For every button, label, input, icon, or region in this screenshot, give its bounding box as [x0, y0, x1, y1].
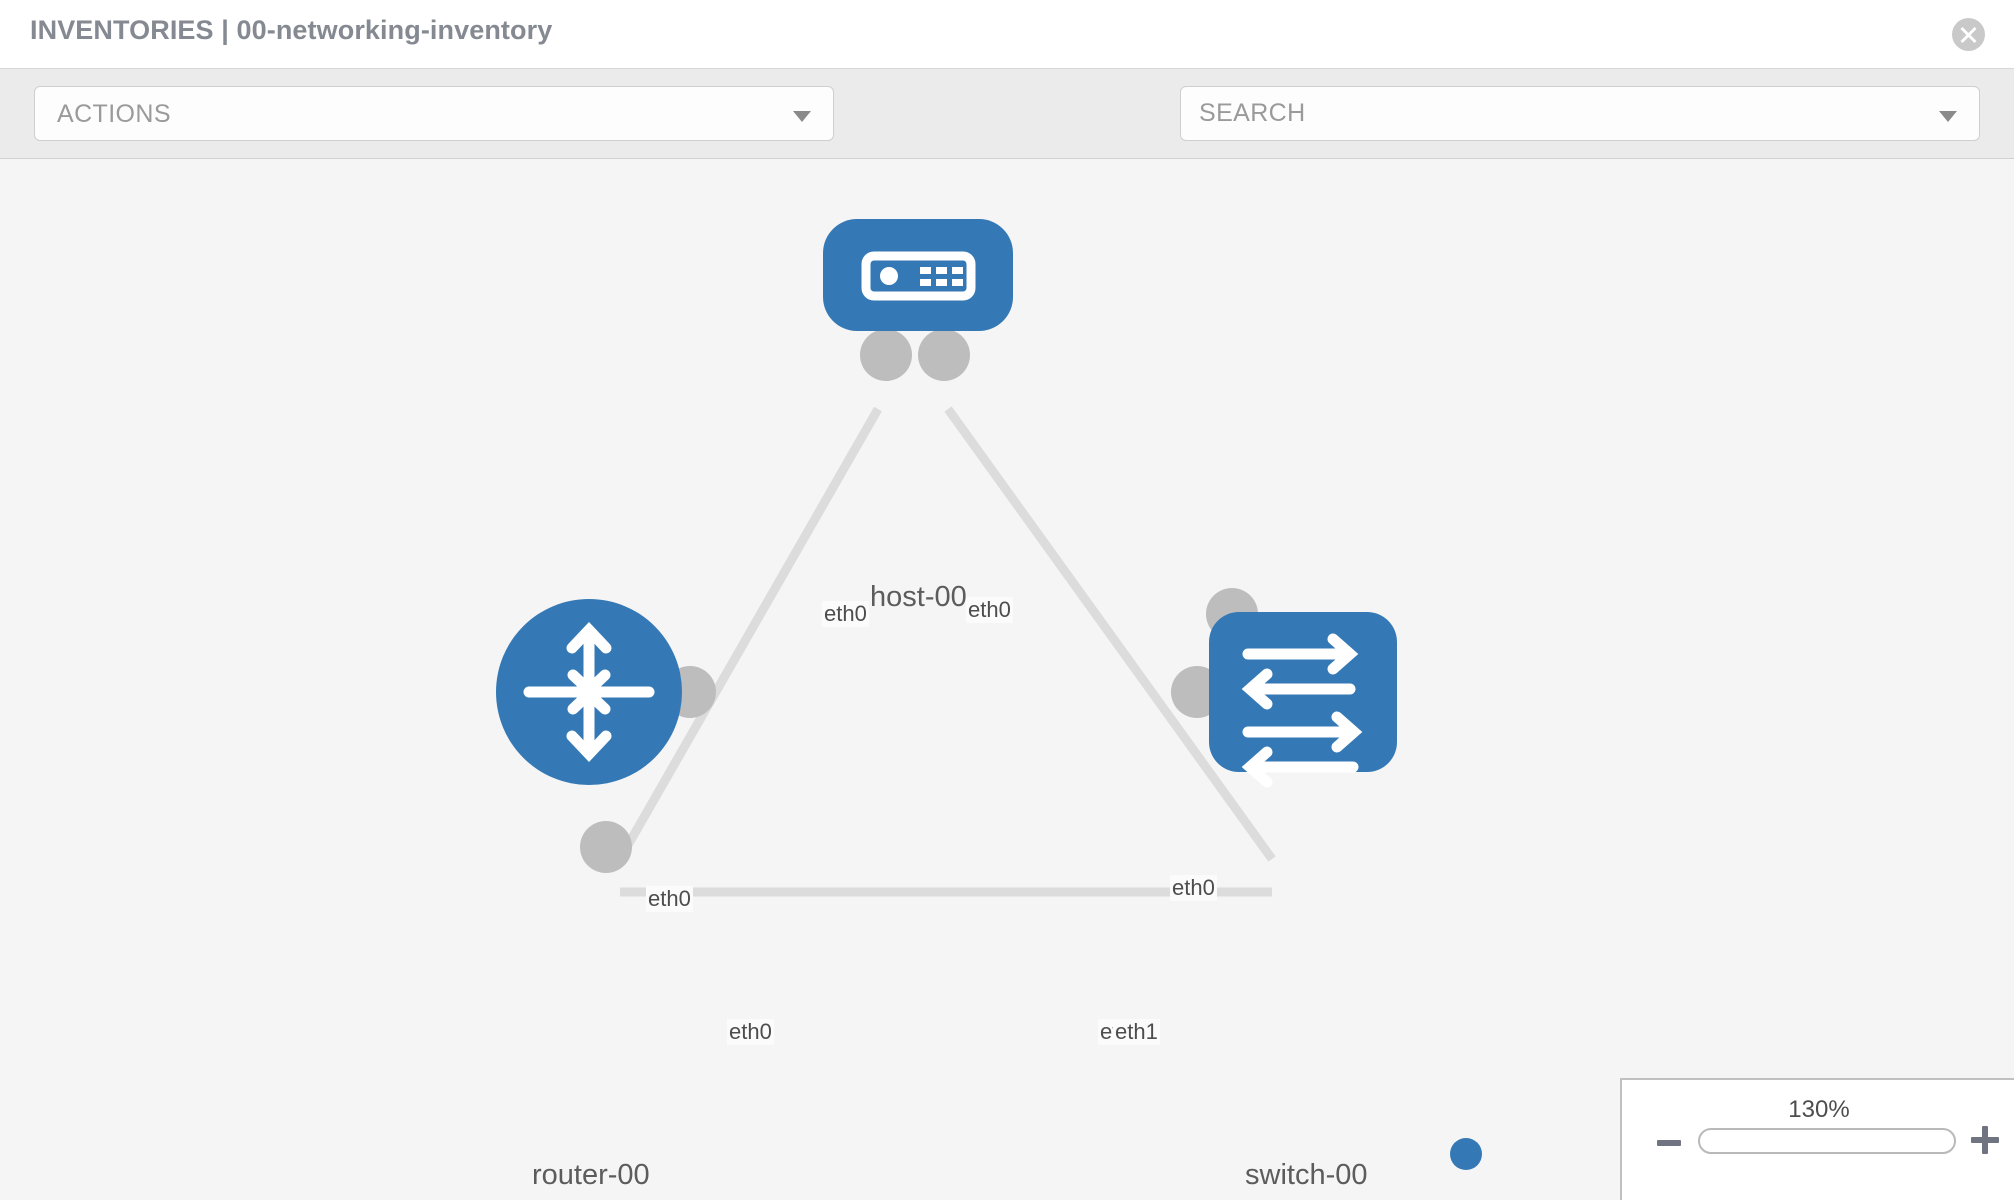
zoom-control-panel: 130%: [1620, 1078, 2014, 1200]
zoom-in-button[interactable]: [1971, 1126, 1999, 1154]
node-label-router-00: router-00: [530, 1159, 652, 1192]
zoom-slider-track[interactable]: [1698, 1128, 1956, 1154]
node-router-00[interactable]: [496, 599, 682, 785]
topology-graph: [496, 219, 1397, 897]
router-arrows-icon: [523, 621, 655, 763]
endpoint-host-eth0-left: [860, 329, 912, 381]
server-icon: [861, 251, 976, 301]
search-box[interactable]: [1180, 86, 1980, 141]
link-host-router: [616, 406, 882, 862]
toolbar: ACTIONS: [0, 69, 2014, 195]
chevron-down-icon: [793, 111, 811, 122]
interface-label-host-eth0-left: eth0: [822, 601, 869, 627]
node-switch-00[interactable]: [1209, 612, 1397, 788]
actions-dropdown-label: ACTIONS: [57, 100, 171, 128]
close-icon[interactable]: [1952, 18, 1985, 51]
switch-arrows-icon: [1241, 633, 1363, 788]
search-chevron-down-icon[interactable]: [1939, 111, 1957, 122]
zoom-percent-label: 130%: [1788, 1096, 1850, 1123]
interface-label-switch-eth0-up: eth0: [1170, 875, 1217, 901]
node-label-switch-00: switch-00: [1243, 1159, 1370, 1192]
node-label-host-00: host-00: [868, 581, 969, 614]
zoom-slider-thumb[interactable]: [1450, 1138, 1482, 1170]
interface-label-router-eth0-up: eth0: [646, 886, 693, 912]
interface-label-host-eth0-right: eth0: [966, 597, 1013, 623]
actions-dropdown[interactable]: ACTIONS: [34, 86, 834, 141]
search-input[interactable]: [1199, 87, 1919, 140]
endpoint-router-eth0-up: [580, 821, 632, 873]
interface-label-switch-eth1: eth1: [1113, 1019, 1160, 1045]
topology-links: [616, 406, 1276, 897]
endpoint-host-eth0-right: [918, 329, 970, 381]
node-host-00[interactable]: [823, 219, 1013, 331]
topology-canvas[interactable]: host-00 router-00 switch-00 eth0 eth0 et…: [0, 159, 2014, 1200]
page-header: INVENTORIES | 00-networking-inventory: [0, 0, 2014, 69]
interface-label-router-eth0: eth0: [727, 1019, 774, 1045]
zoom-out-button[interactable]: [1657, 1140, 1681, 1146]
page-title: INVENTORIES | 00-networking-inventory: [30, 15, 553, 45]
link-host-switch: [944, 406, 1276, 862]
